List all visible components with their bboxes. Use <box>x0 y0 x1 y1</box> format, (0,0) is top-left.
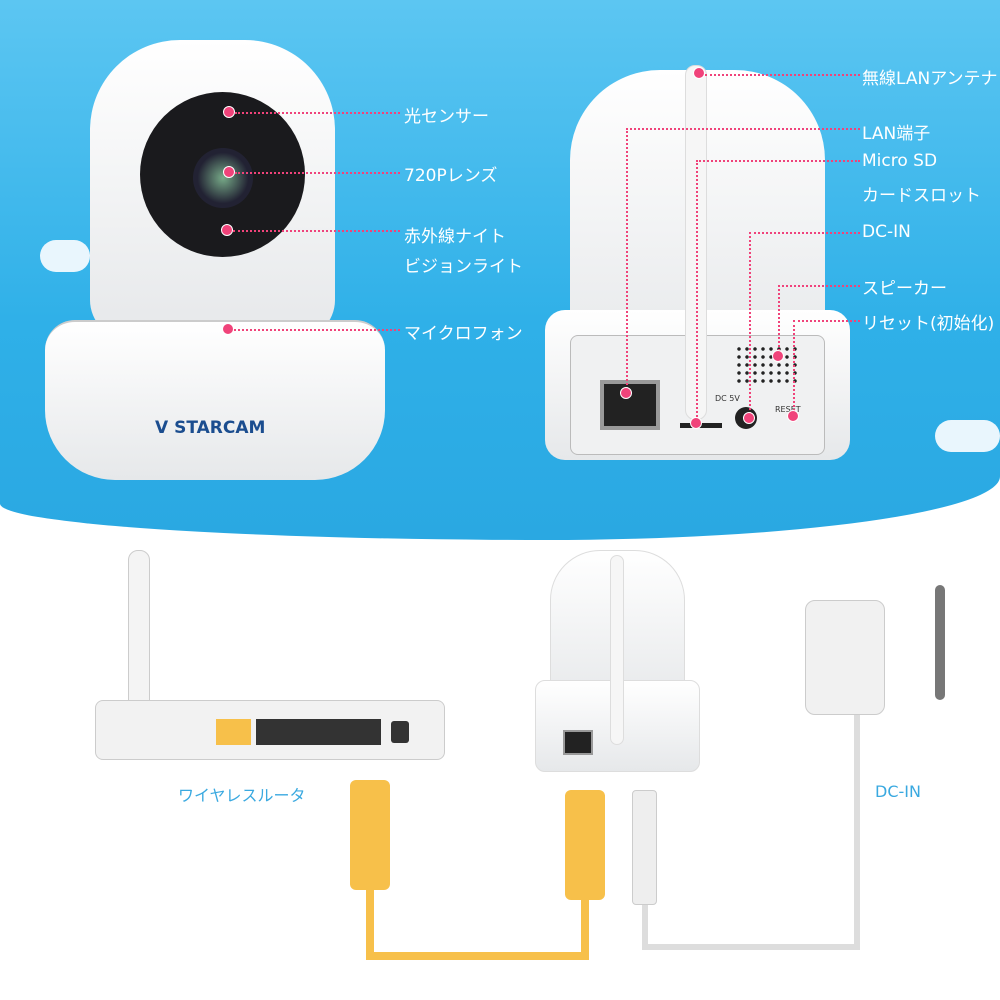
dc-cable <box>642 944 860 950</box>
leader-line <box>626 128 628 393</box>
reset-text: RESET <box>775 405 801 414</box>
camera-base <box>45 320 385 480</box>
camera-small <box>535 550 700 772</box>
label-microsd-1: Micro SD <box>862 151 938 171</box>
marker-dot <box>222 323 234 335</box>
wireless-router <box>95 700 445 760</box>
marker-dot <box>787 410 799 422</box>
marker-dot <box>693 67 705 79</box>
cloud <box>935 420 1000 452</box>
leader-line <box>778 285 860 287</box>
dc-cable <box>854 715 860 950</box>
brand-logo: V STARCAM <box>155 418 266 438</box>
marker-dot <box>221 224 233 236</box>
lan-port <box>600 380 660 430</box>
label-ir-1: 赤外線ナイト <box>404 227 506 247</box>
marker-dot <box>223 106 235 118</box>
label-speaker: スピーカー <box>862 279 947 299</box>
marker-dot <box>743 412 755 424</box>
lan-connector-left <box>350 780 390 890</box>
leader-line <box>793 320 860 322</box>
router-lan-ports <box>256 719 381 745</box>
lan-connector-right <box>565 790 605 900</box>
leader-line <box>235 172 400 174</box>
speaker-grille <box>735 345 800 385</box>
label-light-sensor: 光センサー <box>404 107 489 127</box>
lan-cable <box>366 952 587 960</box>
leader-line <box>233 230 400 232</box>
lens <box>193 148 253 208</box>
router-wan-port <box>216 719 251 745</box>
power-adapter <box>805 600 885 715</box>
leader-line <box>778 285 780 355</box>
cloud <box>40 240 90 272</box>
dc-plug <box>632 790 657 905</box>
leader-line <box>749 232 860 234</box>
router-label: ワイヤレスルータ <box>178 786 306 805</box>
leader-line <box>696 160 860 162</box>
leader-line <box>696 160 698 420</box>
label-antenna: 無線LANアンテナ <box>862 69 998 89</box>
leader-line <box>749 232 751 414</box>
leader-line <box>235 112 400 114</box>
lan-port <box>563 730 593 755</box>
lan-cable <box>366 890 374 960</box>
label-lens: 720Pレンズ <box>404 166 498 186</box>
dc-5v-text: DC 5V <box>715 394 740 403</box>
label-microsd-2: カードスロット <box>862 186 981 206</box>
leader-line <box>234 329 400 331</box>
label-microphone: マイクロフォン <box>404 324 523 344</box>
plug-pin <box>935 585 945 700</box>
marker-dot <box>690 417 702 429</box>
leader-line <box>626 128 860 130</box>
antenna <box>610 555 624 745</box>
lan-cable <box>581 900 589 960</box>
front-camera: V STARCAM <box>45 40 385 480</box>
brand-name: STARCAM <box>174 418 266 438</box>
marker-dot <box>223 166 235 178</box>
label-ir-2: ビジョンライト <box>404 257 523 277</box>
label-reset: リセット(初始化) <box>862 314 995 334</box>
label-dc-in: DC-IN <box>862 222 911 242</box>
leader-line <box>705 74 860 76</box>
dc-in-label: DC-IN <box>875 782 921 801</box>
marker-dot <box>620 387 632 399</box>
marker-dot <box>772 350 784 362</box>
router-power-port <box>391 721 409 743</box>
leader-line <box>793 320 795 415</box>
dc-cable <box>642 905 648 950</box>
label-lan-port: LAN端子 <box>862 124 931 144</box>
